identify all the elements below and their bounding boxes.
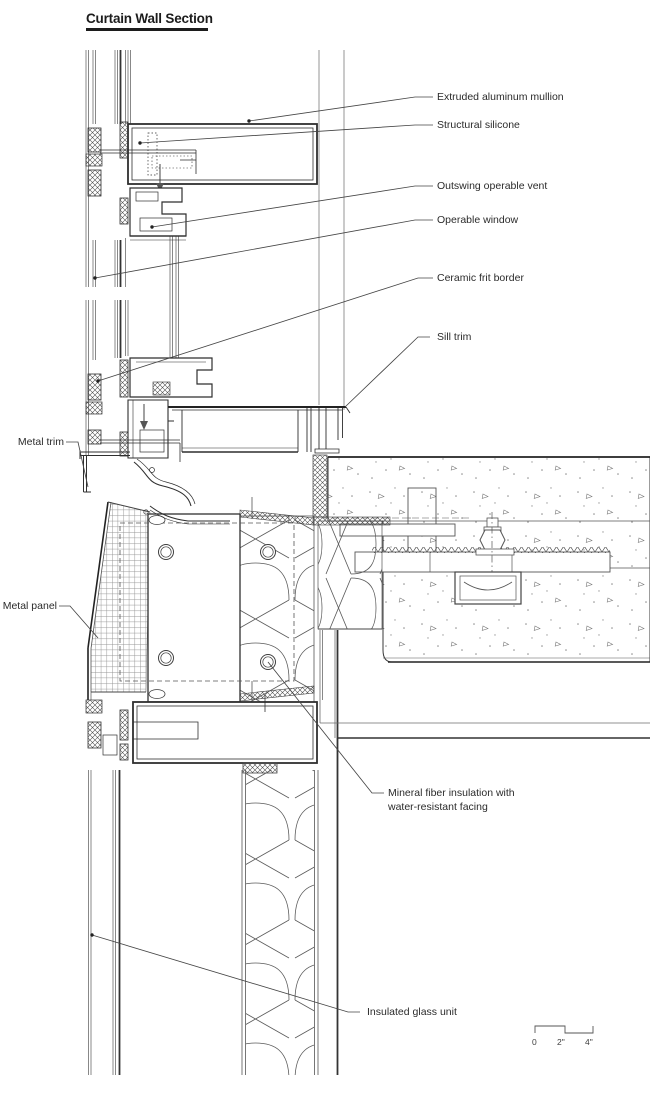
callout-metal-trim: Metal trim <box>17 436 64 448</box>
title-underline <box>86 28 208 31</box>
sill-trim-profile <box>167 406 351 454</box>
metal-trim-profile <box>79 450 130 493</box>
interior-wall-corner <box>320 722 650 739</box>
callout-metal-panel: Metal panel <box>2 600 57 612</box>
leader-dots <box>90 119 251 937</box>
scale-tick-4in: 4" <box>585 1037 593 1047</box>
callout-mineral-fiber-insulation: Mineral fiber insulation with water-resi… <box>388 787 515 814</box>
callout-extruded-aluminum-mullion: Extruded aluminum mullion <box>437 91 564 103</box>
callout-sill-trim: Sill trim <box>437 331 472 343</box>
metal-panel-assembly <box>87 497 315 703</box>
drawing-title: Curtain Wall Section <box>86 11 213 26</box>
window-sill-detail <box>79 357 351 525</box>
vent-mullion-detail <box>85 121 318 241</box>
slab-edge-insulation <box>312 454 391 630</box>
vertical-batt-insulation <box>246 770 314 1075</box>
callout-outswing-operable-vent: Outswing operable vent <box>437 180 548 192</box>
callout-mineral-fiber-line1: Mineral fiber insulation with <box>388 787 515 799</box>
scale-bar <box>534 1025 594 1034</box>
callout-structural-silicone: Structural silicone <box>437 119 520 131</box>
callout-insulated-glass-unit: Insulated glass unit <box>367 1006 457 1018</box>
back-pan <box>147 513 241 703</box>
panel-hatch <box>90 502 151 693</box>
glazing-lines <box>85 50 345 1075</box>
callout-ceramic-frit-border: Ceramic frit border <box>437 272 524 284</box>
leader-lines <box>59 96 433 1013</box>
stack-joint-gap <box>83 287 135 300</box>
panel-face <box>87 501 109 700</box>
scale-tick-2in: 2" <box>557 1037 565 1047</box>
slab-anchor-assembly <box>322 487 611 605</box>
callout-operable-window: Operable window <box>437 214 519 226</box>
bottom-mullion-detail <box>85 695 318 774</box>
scale-tick-0: 0 <box>532 1037 537 1047</box>
callout-mineral-fiber-line2: water-resistant facing <box>388 800 488 813</box>
horizontal-batt-insulation <box>239 515 315 703</box>
spandrel-insulation-strip <box>241 770 319 1075</box>
concrete-slab <box>322 456 650 663</box>
